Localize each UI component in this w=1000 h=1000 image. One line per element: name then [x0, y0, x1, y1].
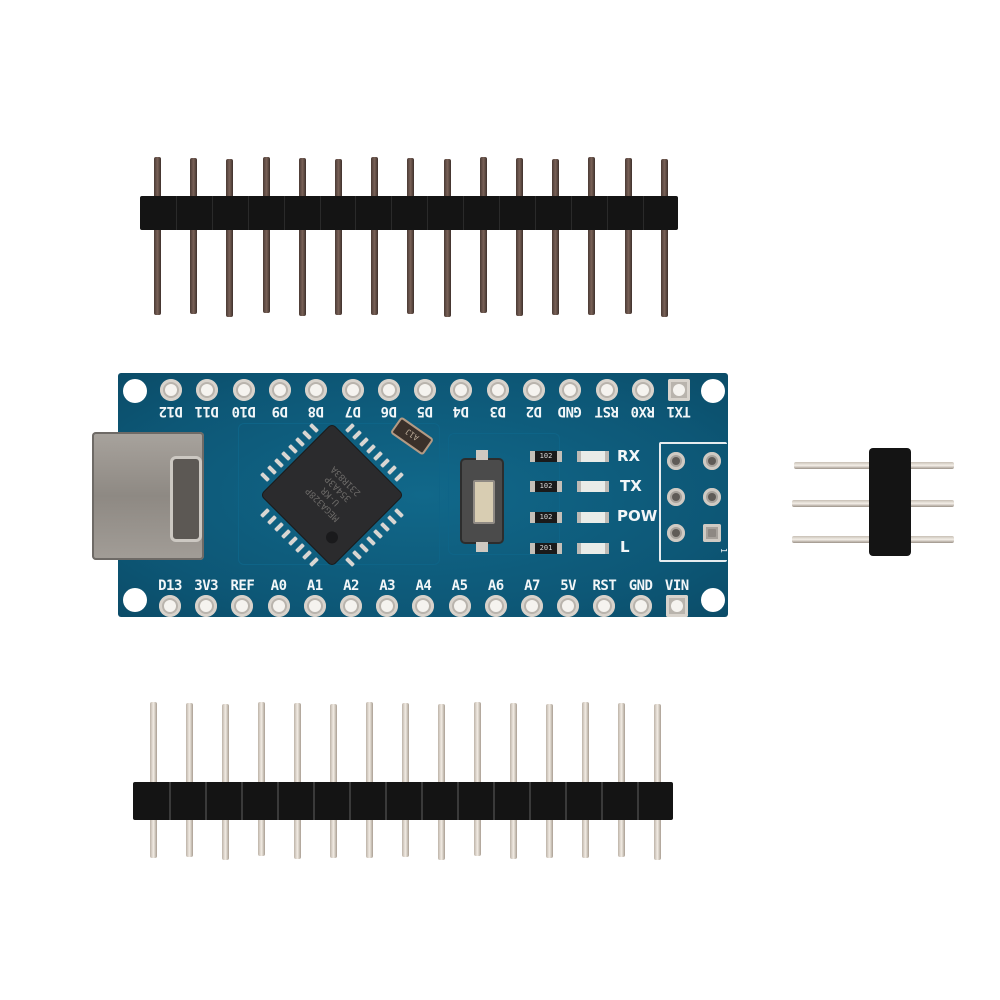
header-segment-divider [169, 782, 171, 820]
icsp-pad [667, 488, 685, 506]
mounting-hole [701, 379, 725, 403]
header-pin [190, 158, 198, 314]
header-segment-divider [385, 782, 387, 820]
header-pin [402, 703, 409, 857]
header-pin [474, 702, 481, 856]
header-segment-divider [283, 196, 285, 230]
icsp-pad [667, 452, 685, 470]
side-header-body [869, 448, 911, 556]
header-segment-divider [534, 196, 536, 230]
led-tx [577, 481, 609, 492]
header-pin [186, 703, 193, 857]
header-pin [262, 157, 270, 313]
led-label-rx: RX [617, 447, 641, 465]
header-segment-divider [457, 782, 459, 820]
header-segment-divider [601, 782, 603, 820]
header-segment-divider [565, 782, 567, 820]
header-segment-divider [493, 782, 495, 820]
mounting-hole [123, 588, 147, 612]
led-label-tx: TX [620, 477, 642, 495]
header-pin [226, 159, 234, 317]
header-pin [660, 159, 668, 317]
header-pin [330, 704, 337, 858]
header-segment-divider [463, 196, 465, 230]
header-pin [618, 703, 625, 857]
led-label-pow: POW [617, 507, 658, 525]
header-pin [546, 704, 553, 858]
resistor: 102 [530, 451, 562, 462]
header-pin [516, 158, 523, 316]
header-segment-divider [355, 196, 357, 230]
header-pin [298, 158, 306, 316]
header-segment-divider [642, 196, 644, 230]
header-segment-divider [247, 196, 249, 230]
mounting-hole [123, 379, 147, 403]
header-segment-divider [570, 196, 572, 230]
led-pow [577, 512, 609, 523]
header-pin [582, 702, 589, 858]
header-segment-divider [421, 782, 423, 820]
header-segment-divider [205, 782, 207, 820]
button-tab [476, 450, 488, 460]
resistor: 201 [530, 543, 562, 554]
header-pin [624, 158, 632, 314]
header-pin [588, 157, 596, 315]
pcb-trace [448, 433, 560, 555]
reset-button[interactable] [462, 450, 502, 552]
led-l [577, 543, 609, 554]
icsp-pad [703, 452, 721, 470]
arduino-nano-board [118, 373, 728, 617]
header-segment-divider [211, 196, 213, 230]
icsp-pad [667, 524, 685, 542]
header-body [133, 782, 673, 820]
usb-c-connector[interactable] [92, 432, 204, 560]
header-segment-divider [499, 196, 500, 230]
button-tab [476, 542, 488, 552]
icsp-pad-1 [703, 524, 721, 542]
header-segment-divider [529, 782, 531, 820]
header-segment-divider [277, 782, 279, 820]
mounting-hole [701, 588, 725, 612]
header-segment-divider [349, 782, 351, 820]
header-body [140, 196, 678, 230]
header-pin [154, 157, 161, 315]
icsp-pin1-marker: 1 [719, 547, 729, 554]
header-pin [258, 702, 265, 856]
led-rx [577, 451, 609, 462]
usb-c-port-opening [170, 456, 202, 542]
header-pin [371, 157, 379, 315]
header-segment-divider [313, 782, 315, 820]
reset-button-cap[interactable] [473, 480, 495, 524]
header-segment-divider [606, 196, 608, 230]
header-pin [407, 158, 415, 314]
header-segment-divider [241, 782, 243, 820]
header-pin [150, 702, 157, 858]
header-pin [366, 702, 373, 858]
pin1-dot [323, 528, 341, 546]
header-pin [510, 703, 517, 859]
header-segment-divider [391, 196, 393, 230]
side-3pin-header [790, 445, 960, 560]
header-pin [294, 703, 301, 859]
resistor: 102 [530, 512, 562, 523]
header-segment-divider [319, 196, 321, 230]
header-segment-divider [427, 196, 429, 230]
header-pin [443, 159, 451, 317]
header-segment-divider [637, 782, 639, 820]
header-pin [335, 159, 342, 315]
header-pin [479, 157, 487, 313]
pcb-trace [238, 423, 440, 565]
bottom-pin-header-strip [0, 680, 1000, 880]
header-segment-divider [175, 196, 177, 230]
led-label-l: L [620, 538, 630, 556]
top-pin-header-strip [0, 0, 1000, 330]
icsp-pad [703, 488, 721, 506]
icsp-header-outline: 1 [659, 442, 729, 562]
resistor: 102 [530, 481, 562, 492]
header-pin [552, 159, 560, 315]
